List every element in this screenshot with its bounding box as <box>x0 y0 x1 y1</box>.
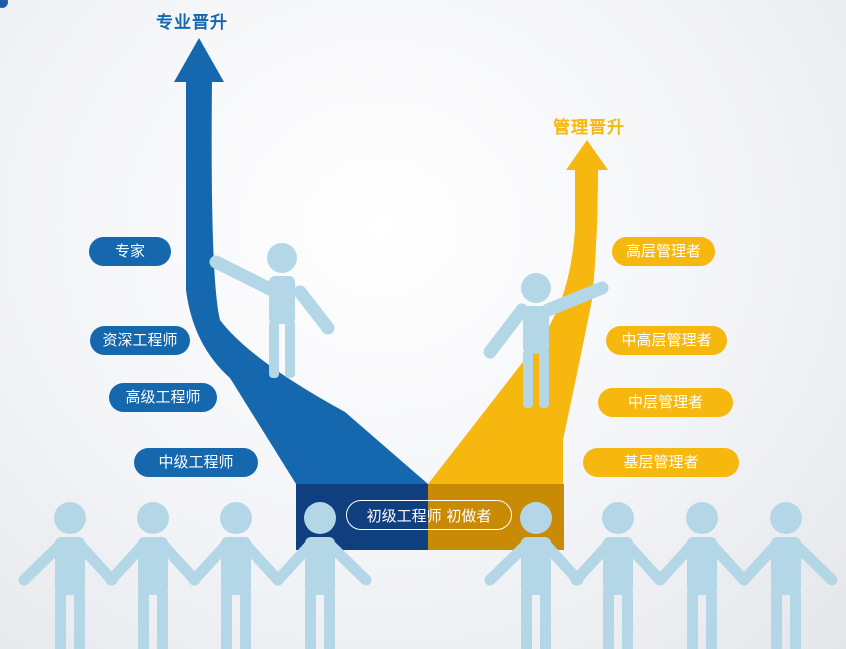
professional-level-expert: 专家 <box>89 237 171 266</box>
management-level-upper-middle: 中高层管理者 <box>606 326 727 355</box>
management-track-title: 管理晋升 <box>553 118 625 138</box>
management-level-middle: 中层管理者 <box>598 388 733 417</box>
crowd-person <box>18 502 118 649</box>
crowd-person <box>570 502 666 649</box>
management-level-senior: 高层管理者 <box>612 237 715 266</box>
management-arrow <box>428 168 598 484</box>
management-arrowhead <box>566 140 608 170</box>
crowd-person <box>654 502 750 649</box>
crowd-person <box>188 502 284 649</box>
professional-level-senior-engineer: 资深工程师 <box>90 326 190 355</box>
entry-level-label: 初级工程师 初做者 <box>346 500 512 530</box>
crowd-figures <box>18 502 838 649</box>
professional-arrowhead <box>174 38 224 82</box>
climber-management <box>483 273 609 408</box>
crowd-person <box>484 502 584 649</box>
crowd-person <box>738 502 838 649</box>
professional-track-title: 专业晋升 <box>156 13 228 33</box>
professional-level-advanced-engineer: 高级工程师 <box>109 383 217 412</box>
professional-level-intermediate-engineer: 中级工程师 <box>134 448 258 477</box>
corner-dot <box>0 0 8 8</box>
crowd-person <box>272 502 372 649</box>
crowd-person <box>105 502 201 649</box>
management-level-first-line: 基层管理者 <box>583 448 739 477</box>
professional-arrow <box>186 80 428 484</box>
climber-professional <box>209 243 335 378</box>
